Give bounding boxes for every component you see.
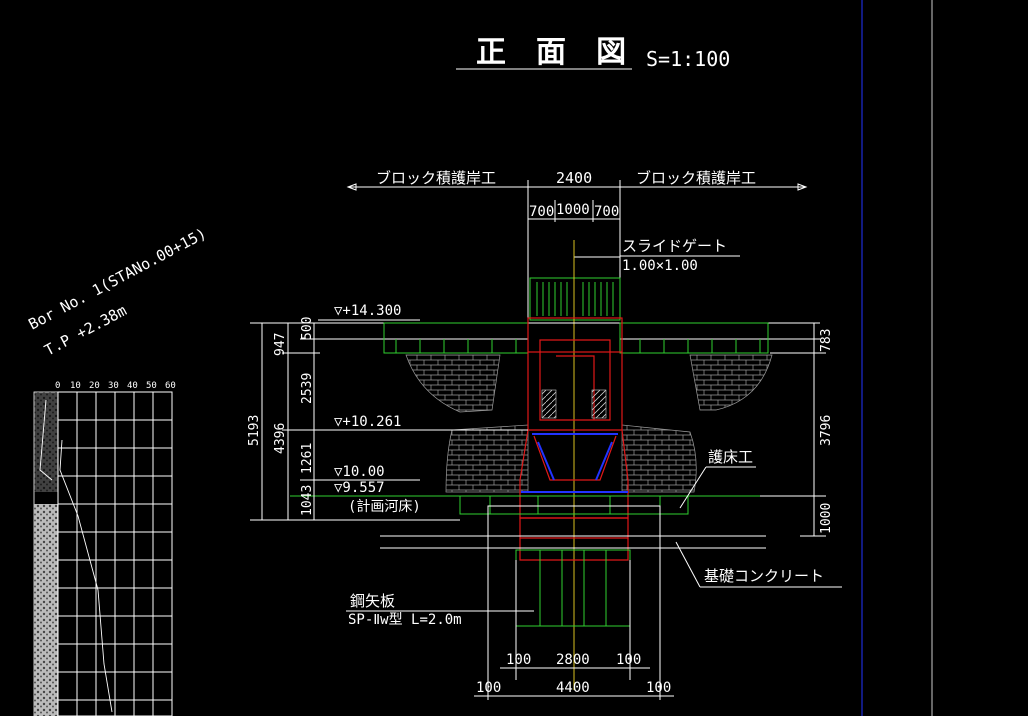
callout-sheet-pile-spec: SP-Ⅱw型 L=2.0m	[348, 612, 462, 628]
right-dim-3796: 3796	[819, 415, 834, 446]
bottom-dim-q3: 100	[646, 680, 671, 696]
boring-tick-10: 10	[70, 381, 81, 391]
left-dim-947: 947	[273, 333, 288, 356]
level-bed-note: (計画河床)	[348, 499, 421, 515]
level-bed: ▽9.557	[334, 480, 385, 496]
level-mid: ▽+10.261	[334, 414, 401, 430]
boring-tick-50: 50	[146, 381, 157, 391]
level-top: ▽+14.300	[334, 303, 401, 319]
sub-dim-c: 700	[594, 204, 619, 220]
boring-tick-20: 20	[89, 381, 100, 391]
bottom-dim-p1: 100	[506, 652, 531, 668]
boring-tick-40: 40	[127, 381, 138, 391]
left-dim-4396: 4396	[273, 423, 288, 454]
left-dim-1261: 1261	[300, 443, 315, 474]
top-label-center: 2400	[556, 169, 592, 187]
drawing-scale: S=1:100	[646, 47, 730, 71]
callout-sheet-pile: 鋼矢板	[350, 592, 395, 610]
boring-log: Bor No. 1(STANo.00+15) T.P +2.38m 0 10 2…	[25, 224, 209, 716]
left-dim-2539: 2539	[300, 373, 315, 404]
right-dim-1000: 1000	[819, 503, 834, 534]
boring-tick-0: 0	[55, 381, 60, 391]
gate-name: スライドゲート	[622, 237, 727, 255]
left-dim-5193: 5193	[247, 415, 262, 446]
bottom-dim-p3: 100	[616, 652, 641, 668]
gate-size: 1.00×1.00	[622, 258, 698, 274]
top-label-right: ブロック積護岸工	[636, 169, 756, 187]
bottom-dim-q2: 4400	[556, 680, 590, 696]
bottom-dim-p2: 2800	[556, 652, 590, 668]
boring-tick-60: 60	[165, 381, 176, 391]
callout-bed-protection: 護床工	[708, 448, 753, 466]
right-dim-783: 783	[819, 329, 834, 352]
sub-dim-b: 1000	[556, 202, 590, 218]
left-dim-500: 500	[300, 317, 315, 340]
callout-foundation: 基礎コンクリート	[704, 567, 824, 585]
boring-tick-30: 30	[108, 381, 119, 391]
left-dim-1043: 1043	[300, 485, 315, 516]
top-label-left: ブロック積護岸工	[376, 169, 496, 187]
drawing-title: 正 面 図	[476, 35, 632, 70]
level-low: ▽10.00	[334, 464, 385, 480]
sub-dim-a: 700	[529, 204, 554, 220]
bottom-dim-q1: 100	[476, 680, 501, 696]
